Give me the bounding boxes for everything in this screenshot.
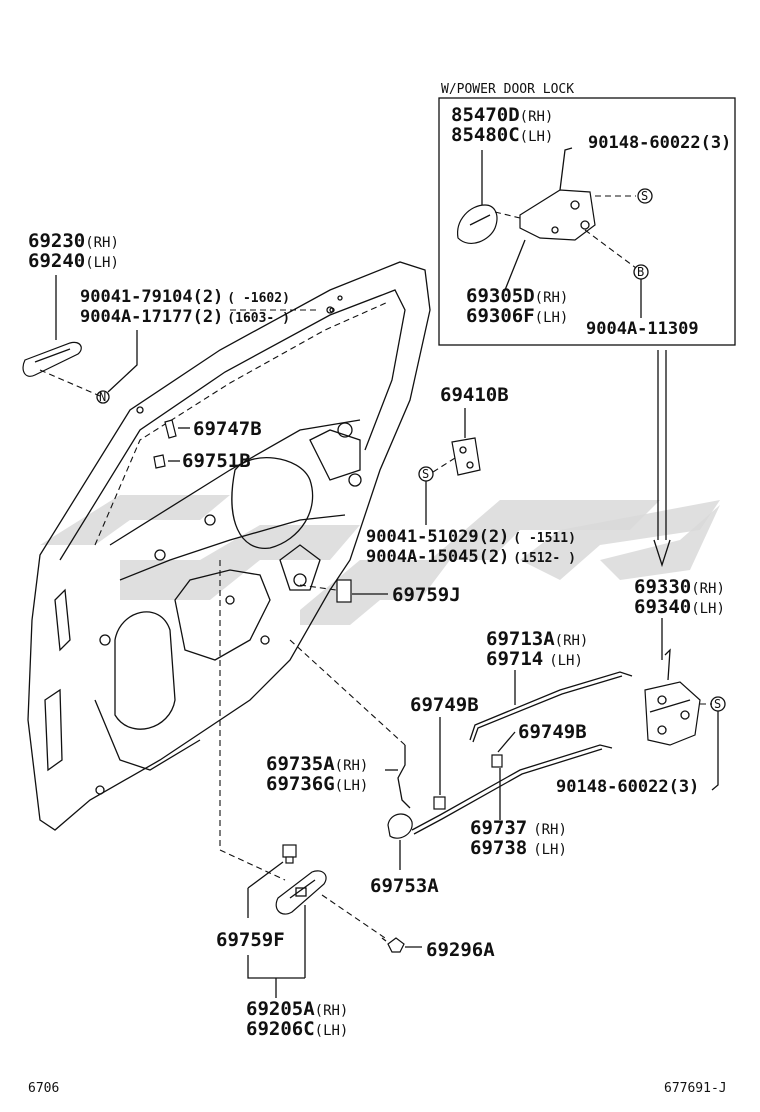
drawing-code: 677691-J [664,1081,727,1096]
label-9004a-11309: 9004A-11309 [586,319,699,339]
label-69738: 69738(LH) [470,837,567,859]
cable-69735a-illustration [397,745,411,809]
marker-s-striker: S [422,467,429,481]
label-85480c: 85480C(LH) [451,124,553,146]
clip-69751b-illustration [153,454,166,469]
clip-69747b-illustration [164,419,177,439]
marker-n: N [99,390,106,404]
label-69305d: 69305D(RH) [466,285,568,307]
power-lock-box [438,97,736,346]
label-69759f: 69759F [216,929,285,951]
label-9004a-15045: 9004A-15045(2)(1512- ) [366,547,576,567]
label-69206c: 69206C(LH) [246,1018,348,1040]
label-69751b: 69751B [182,450,251,472]
label-69330: 69330(RH) [634,576,725,598]
label-69410b: 69410B [440,384,509,406]
screw-69296a-illustration [381,937,405,953]
label-69735a: 69735A(RH) [266,753,368,775]
clip-69759f-illustration [282,844,297,864]
label-69737: 69737(RH) [470,817,567,839]
marker-s-box: S [641,189,648,203]
label-69306f: 69306F(LH) [466,305,568,327]
clip-69749b-b-illustration [491,754,503,768]
rod-69713a-illustration [469,671,633,743]
label-90148-top: 90148-60022(3) [588,133,731,153]
door-lock-illustration [644,648,701,746]
label-69205a: 69205A(RH) [246,998,348,1020]
label-69749b-b: 69749B [518,721,587,743]
cover-69753a-illustration [387,813,413,839]
inside-handle-illustration [275,870,327,915]
label-69749b-a: 69749B [410,694,479,716]
label-69747b: 69747B [193,418,262,440]
reference-arrow [653,350,671,568]
option-note: W/POWER DOOR LOCK [441,82,574,97]
label-69736g: 69736G(LH) [266,773,368,795]
label-69753a: 69753A [370,875,439,897]
label-69714: 69714(LH) [486,648,583,670]
clip-69749b-a-illustration [433,796,446,810]
label-69296a: 69296A [426,939,495,961]
striker-illustration [451,437,481,476]
outside-handle-illustration [22,341,82,377]
rod-69737-illustration [411,744,613,835]
label-69340: 69340(LH) [634,596,725,618]
marker-s-lock: S [714,697,721,711]
label-69240: 69240(LH) [28,250,119,272]
watermark-logo [40,495,720,625]
label-90041-51029: 90041-51029(2)( -1511) [366,527,576,547]
label-90148-bottom: 90148-60022(3) [556,777,699,797]
label-69713a: 69713A(RH) [486,628,588,650]
door-lock-motor-illustration [457,147,596,244]
figure-number: 6706 [28,1081,59,1096]
label-9004a-17177: 9004A-17177(2)(1603- ) [80,307,290,327]
marker-b: B [637,265,644,279]
label-85470d: 85470D(RH) [451,104,553,126]
cushion-69759j-illustration [336,579,352,603]
label-90041-79104: 90041-79104(2)( -1602) [80,287,290,307]
label-69230: 69230(RH) [28,230,119,252]
door-panel-illustration [27,261,431,831]
label-69759j: 69759J [392,584,461,606]
